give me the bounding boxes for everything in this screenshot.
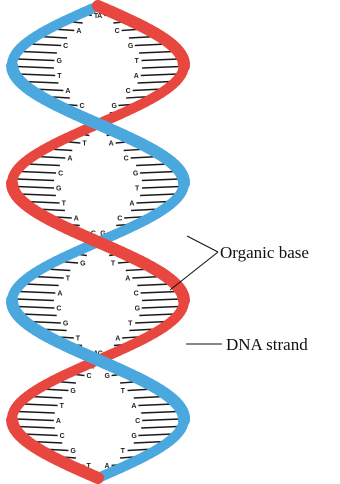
base-letter: T xyxy=(135,58,140,65)
base-letter: C xyxy=(60,433,65,440)
base-rung-left xyxy=(16,67,54,69)
base-letter: T xyxy=(76,336,81,343)
base-rung-left xyxy=(16,187,54,189)
base-rung-left xyxy=(21,52,56,54)
base-letter: G xyxy=(135,306,141,313)
base-letter: C xyxy=(134,291,139,298)
base-letter: T xyxy=(128,321,133,328)
base-letter: C xyxy=(135,418,140,425)
base-letter: A xyxy=(76,28,81,35)
base-letter: C xyxy=(126,88,131,95)
base-rung-right xyxy=(138,434,173,436)
base-letter: G xyxy=(131,433,137,440)
base-rung-right xyxy=(142,299,180,301)
base-rung-left xyxy=(19,292,56,294)
base-rung-left xyxy=(18,427,55,429)
base-letter: T xyxy=(62,201,67,208)
base-letter: T xyxy=(66,276,71,283)
base-letter: C xyxy=(86,373,91,380)
base-rung-left xyxy=(18,412,55,414)
base-rung-right xyxy=(141,412,178,414)
organic-base-label: Organic base xyxy=(220,243,309,262)
base-rung-left xyxy=(23,404,58,406)
base-rung-left xyxy=(20,194,56,196)
dna-strands xyxy=(12,6,184,478)
base-letter: A xyxy=(125,276,130,283)
base-rung-right xyxy=(141,74,178,76)
base-letter: C xyxy=(124,156,129,163)
base-letter: T xyxy=(60,403,65,410)
base-letter: G xyxy=(56,58,62,65)
base-letter: A xyxy=(67,156,72,163)
base-rung-left xyxy=(18,74,55,76)
red-strand-segment xyxy=(96,477,98,478)
base-rung-left xyxy=(20,172,56,174)
base-letter: A xyxy=(109,141,114,148)
base-letter: T xyxy=(121,388,126,395)
base-letter: T xyxy=(111,261,116,268)
base-letter: G xyxy=(80,261,86,268)
base-rung-left xyxy=(27,164,60,166)
base-letter: T xyxy=(82,141,87,148)
organic-base-callout: Organic base xyxy=(170,236,309,290)
base-rung-left xyxy=(29,44,61,46)
base-letter: A xyxy=(56,418,61,425)
base-letter: G xyxy=(63,321,69,328)
base-letter: C xyxy=(58,171,63,178)
blue-strand-segment xyxy=(98,360,106,363)
base-rung-left xyxy=(17,307,54,309)
red-strand-segment xyxy=(93,240,101,243)
base-rung-left xyxy=(16,419,54,421)
base-rung-right xyxy=(142,307,179,309)
base-letter: G xyxy=(133,171,139,178)
base-rung-right xyxy=(142,59,179,61)
base-rung-left xyxy=(31,397,62,399)
base-rung-right xyxy=(140,194,176,196)
base-letter: A xyxy=(134,73,139,80)
base-letter: G xyxy=(111,103,117,110)
base-letter: A xyxy=(74,216,79,223)
base-rung-right xyxy=(142,67,180,69)
base-rung-left xyxy=(16,179,54,181)
base-rung-right xyxy=(142,179,180,181)
base-letter: G xyxy=(70,448,76,455)
dna-strand-label: DNA strand xyxy=(226,335,308,354)
base-letter: T xyxy=(121,448,126,455)
base-letter: A xyxy=(129,201,134,208)
base-letter: G xyxy=(128,43,134,50)
base-letter: A xyxy=(65,88,70,95)
base-rung-right xyxy=(142,187,180,189)
base-letter: A xyxy=(115,336,120,343)
base-rung-left xyxy=(17,59,54,61)
base-letter: G xyxy=(70,388,76,395)
base-rung-right xyxy=(139,314,175,316)
base-letter: C xyxy=(117,216,122,223)
organic-base-pointer-1 xyxy=(187,236,218,252)
base-letter: C xyxy=(56,306,61,313)
base-letter: A xyxy=(131,403,136,410)
base-rung-right xyxy=(138,404,173,406)
base-rung-left xyxy=(16,299,54,301)
base-letter: G xyxy=(56,186,62,193)
base-letter: T xyxy=(135,186,140,193)
base-letter: T xyxy=(57,73,62,80)
base-rung-right xyxy=(141,427,178,429)
base-rung-left xyxy=(25,284,59,286)
dna-strand-callout: DNA strand xyxy=(186,335,308,354)
base-letter: G xyxy=(105,373,111,380)
base-rung-right xyxy=(142,419,180,421)
base-letter: A xyxy=(57,291,62,298)
base-rung-right xyxy=(141,292,178,294)
base-rung-right xyxy=(139,52,174,54)
base-letter: C xyxy=(115,28,120,35)
base-rung-right xyxy=(137,284,171,286)
base-letter: C xyxy=(63,43,68,50)
base-rung-right xyxy=(138,82,172,84)
red-strand-segment xyxy=(98,6,106,9)
base-rung-right xyxy=(140,172,176,174)
blue-strand-segment xyxy=(96,123,104,126)
base-letter: C xyxy=(80,103,85,110)
organic-base-pointer-2 xyxy=(170,252,218,290)
